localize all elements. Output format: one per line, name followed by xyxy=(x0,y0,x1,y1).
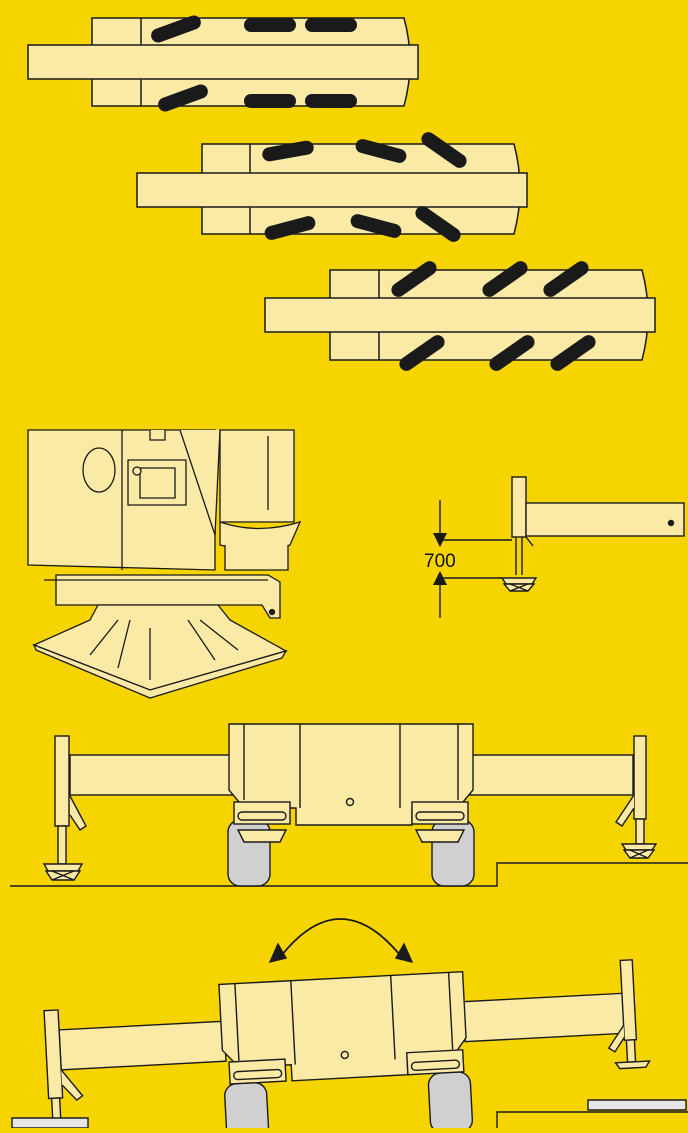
outrigger-side-view xyxy=(433,476,685,618)
track-layout-1 xyxy=(27,15,419,112)
dimension-label: 700 xyxy=(424,551,456,572)
machine-levelling-tilted xyxy=(11,918,688,1133)
crawler-pads-1 xyxy=(151,15,357,112)
track-layout-3 xyxy=(264,261,656,371)
machine-on-step-ground xyxy=(10,723,688,887)
outrigger-pad-detail xyxy=(27,429,302,699)
track-layout-2 xyxy=(136,132,528,242)
crawler-pads-2 xyxy=(262,132,467,242)
crawler-pads-3 xyxy=(391,261,596,371)
